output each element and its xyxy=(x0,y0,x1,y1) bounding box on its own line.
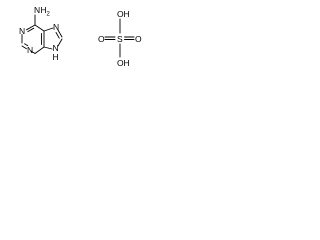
bond-c2-n3 xyxy=(21,45,27,50)
top-oxygen-label: O xyxy=(117,9,124,19)
bond-c6-n1 xyxy=(26,24,36,31)
right-oxygen-label: O xyxy=(135,34,142,44)
bond-n3-c4 xyxy=(30,50,36,54)
bond-c2-n3-double xyxy=(24,43,29,47)
sulfur-label: S xyxy=(117,34,123,44)
bond-c6-top-right xyxy=(34,24,45,32)
bond-n9-c4 xyxy=(43,46,53,50)
ring-n7-label: N xyxy=(53,22,59,32)
top-hydrogen-label: H xyxy=(124,9,130,19)
bond-n7-c8-double xyxy=(55,32,60,39)
left-oxygen-label: O xyxy=(98,34,105,44)
amine-subscript-label: 2 xyxy=(47,12,51,18)
bond-c4-c5 xyxy=(34,46,45,54)
bond-c8-n9 xyxy=(57,38,63,47)
adenine-structure: N H 2 N xyxy=(19,5,63,62)
amine-nitrogen-label: N xyxy=(34,5,40,15)
bond-n7-c8 xyxy=(57,29,63,38)
ring-h9-label: H xyxy=(53,52,59,62)
bottom-hydrogen-label: H xyxy=(124,58,130,68)
bond-c6-n1-double xyxy=(27,27,35,33)
amine-hydrogen-label: H xyxy=(41,5,47,15)
ring-n9-label: N xyxy=(53,43,59,53)
ring-n1-label: N xyxy=(19,26,25,36)
chemical-structure-diagram: N H 2 N xyxy=(19,5,142,68)
sulfuric-acid-structure: O H O S O O H xyxy=(98,9,142,68)
bond-c5-n7 xyxy=(43,27,54,32)
ring-n3-label: N xyxy=(27,45,33,55)
bottom-oxygen-label: O xyxy=(117,58,124,68)
amine-group: N H 2 xyxy=(34,5,51,18)
